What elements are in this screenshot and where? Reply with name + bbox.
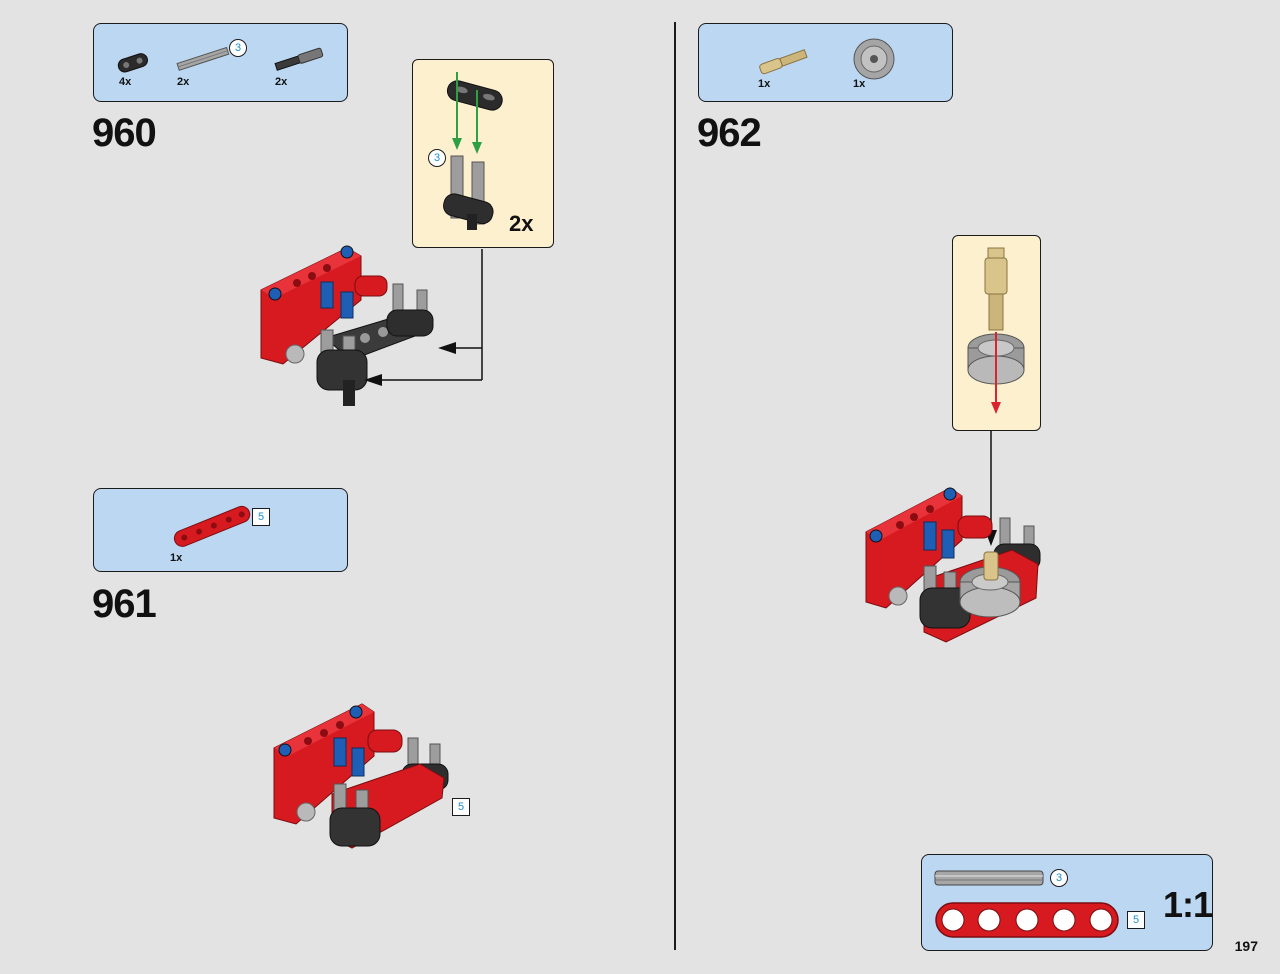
length-indicator: 5 xyxy=(252,508,270,526)
step-number-962: 962 xyxy=(697,111,762,155)
length-indicator: 3 xyxy=(229,39,247,57)
axle-connector-part-icon xyxy=(117,53,148,73)
page-divider xyxy=(674,22,676,950)
step-number-960: 960 xyxy=(92,111,157,155)
page-number: 197 xyxy=(1234,938,1258,954)
part-qty: 4x xyxy=(119,76,132,88)
model-assembly-961 xyxy=(273,703,449,849)
step-number-961: 961 xyxy=(92,582,157,626)
sub-assembly-illustration xyxy=(967,247,1025,414)
axle-scale-icon xyxy=(934,870,1044,886)
part-qty: 2x xyxy=(177,76,190,88)
length-indicator: 3 xyxy=(428,149,446,167)
red-beam-part-icon xyxy=(173,505,251,547)
callout-multiplier: 2x xyxy=(509,211,534,236)
scale-reference-box: 3 5 1:1 xyxy=(921,854,1213,951)
scale-ratio: 1:1 xyxy=(1163,884,1213,925)
grey-axle-part-icon xyxy=(176,46,230,71)
sub-assembly-illustration xyxy=(443,72,503,230)
callout-pointer-lines-960 xyxy=(364,249,483,386)
pulley-wheel-part-icon xyxy=(853,38,895,80)
sub-assembly-callout-962 xyxy=(952,235,1041,431)
part-qty: 1x xyxy=(758,78,771,90)
part-qty: 1x xyxy=(170,552,183,564)
part-qty: 1x xyxy=(853,78,866,90)
length-indicator: 5 xyxy=(452,798,470,816)
tan-axle-pin-part-icon xyxy=(759,49,808,75)
length-indicator: 3 xyxy=(1050,869,1068,887)
parts-list-961: 5 1x xyxy=(93,488,348,572)
part-qty: 2x xyxy=(275,76,288,88)
axle-pin-part-icon xyxy=(274,47,324,71)
parts-list-962: 1x 1x xyxy=(698,23,953,102)
model-assembly-960 xyxy=(260,245,434,406)
length-indicator: 5 xyxy=(1127,911,1145,929)
model-assembly-962 xyxy=(865,487,1041,643)
parts-list-960: 4x 3 2x 2x xyxy=(93,23,348,102)
sub-assembly-callout-960: 3 2x xyxy=(412,59,554,248)
beam-scale-icon xyxy=(935,902,1119,938)
